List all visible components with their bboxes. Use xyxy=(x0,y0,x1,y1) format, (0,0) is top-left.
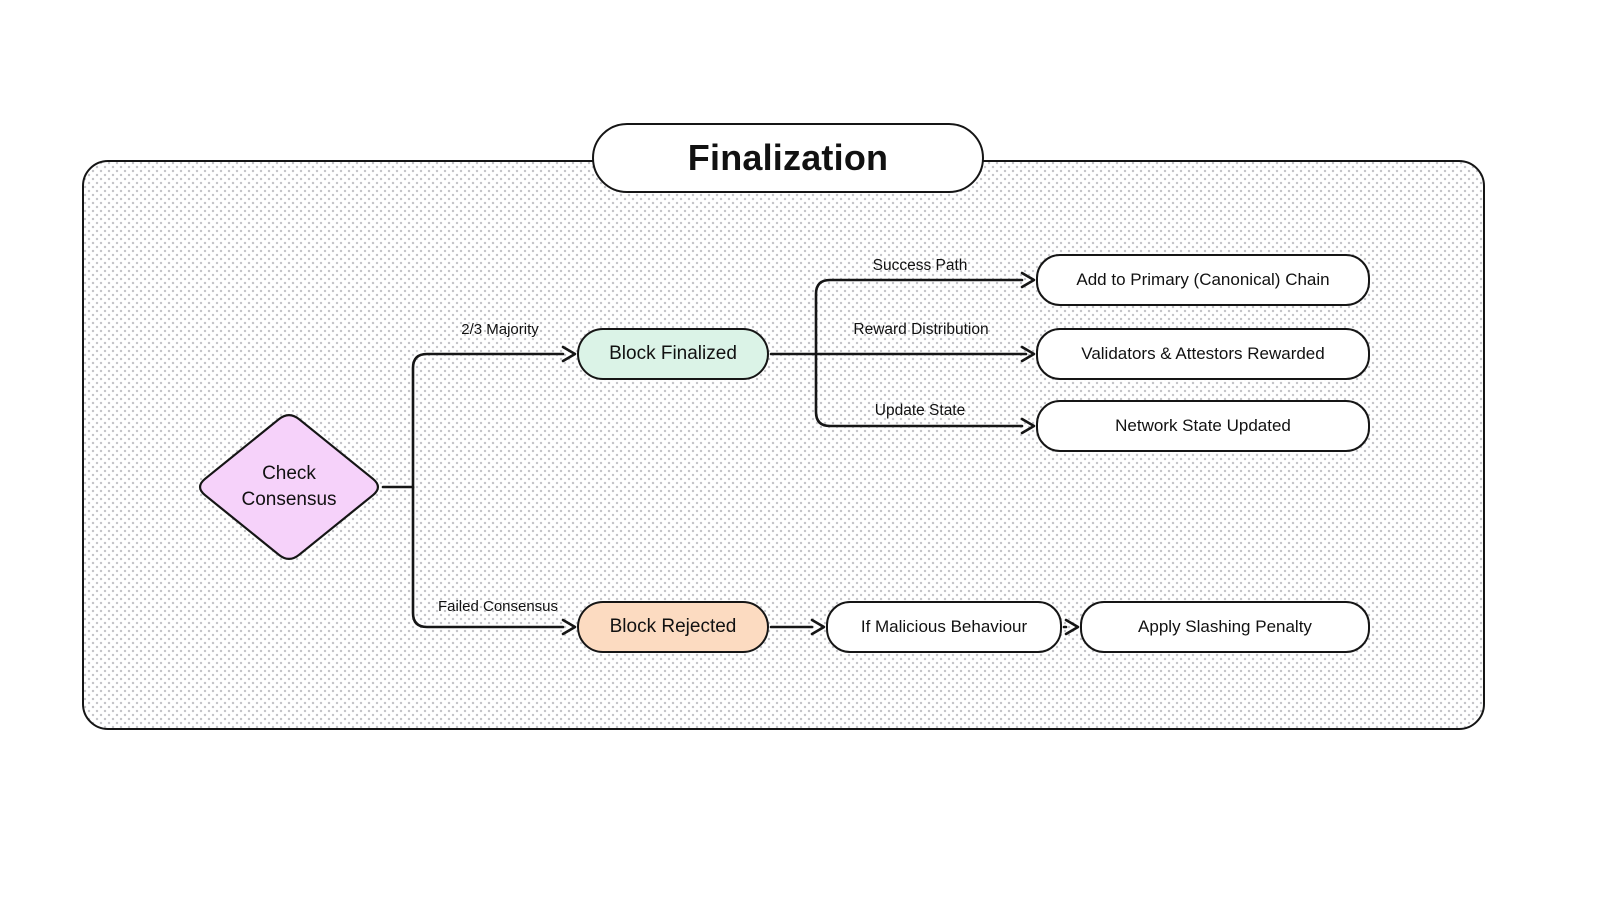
node-network-state-updated: Network State Updated xyxy=(1036,400,1370,452)
node-apply-slashing-penalty: Apply Slashing Penalty xyxy=(1080,601,1370,653)
arrowhead-chain xyxy=(1020,271,1036,289)
edge-finalized-to-state xyxy=(814,352,1024,428)
edge-label-success-path: Success Path xyxy=(872,257,968,274)
arrowhead-rewarded xyxy=(1020,345,1036,363)
edge-consensus-to-finalized xyxy=(381,352,565,489)
arrowhead-malicious xyxy=(810,618,826,636)
edge-finalized-to-chain xyxy=(814,278,1024,356)
edge-consensus-to-rejected xyxy=(411,485,565,629)
edge-label-majority: 2/3 Majority xyxy=(461,321,539,338)
node-if-malicious-behaviour: If Malicious Behaviour xyxy=(826,601,1062,653)
check-consensus-diamond xyxy=(198,414,380,560)
diagram-title: Finalization xyxy=(592,123,984,193)
node-validators-rewarded: Validators & Attestors Rewarded xyxy=(1036,328,1370,380)
node-add-to-primary-chain: Add to Primary (Canonical) Chain xyxy=(1036,254,1370,306)
edge-label-reward-distribution: Reward Distribution xyxy=(853,321,989,338)
node-block-rejected: Block Rejected xyxy=(577,601,769,653)
node-check-consensus-label: Check Consensus xyxy=(241,463,337,510)
arrowhead-slashing xyxy=(1064,618,1080,636)
arrowhead-state xyxy=(1020,417,1036,435)
edge-label-failed-consensus: Failed Consensus xyxy=(437,598,559,615)
node-block-finalized: Block Finalized xyxy=(577,328,769,380)
edge-label-update-state: Update State xyxy=(874,402,966,419)
arrowhead-rejected xyxy=(561,618,577,636)
arrowhead-finalized xyxy=(561,345,577,363)
